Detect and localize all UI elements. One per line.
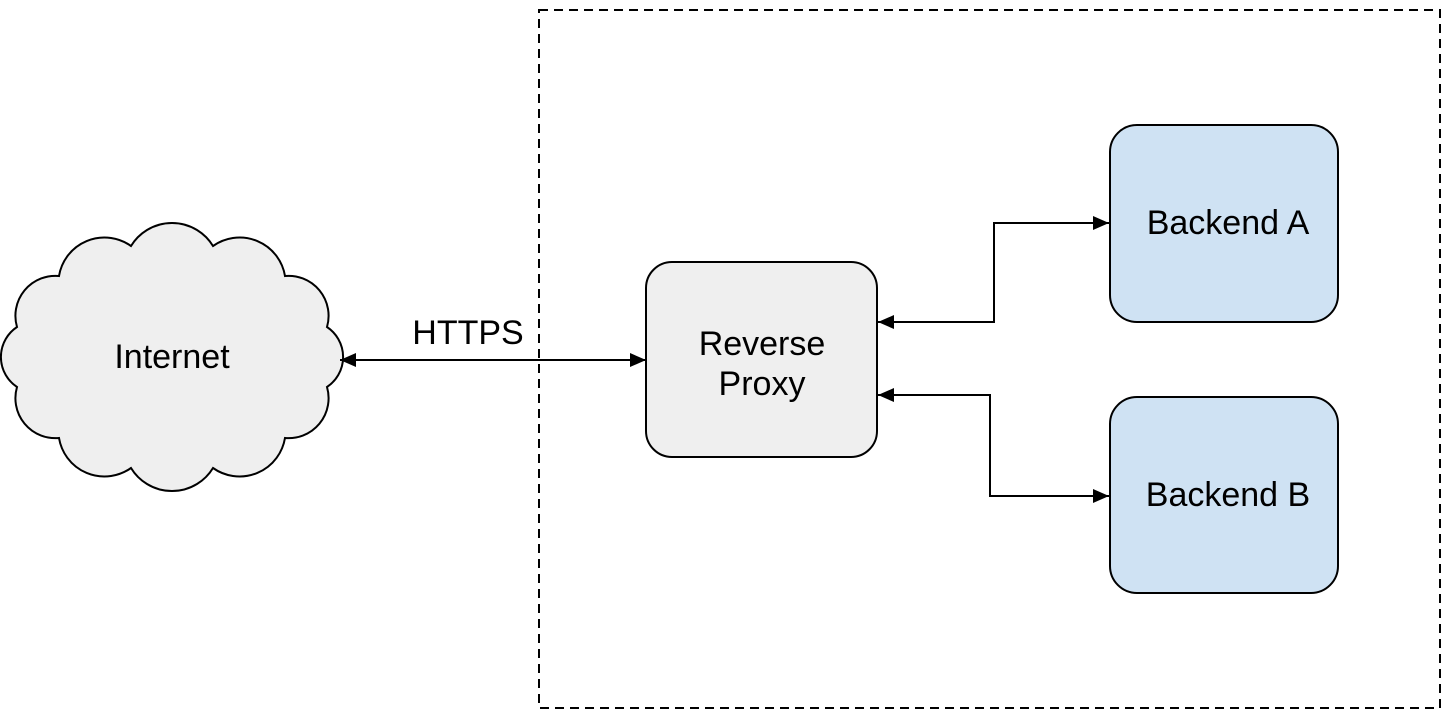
backend-a-box — [1109, 124, 1339, 323]
backend-b-label: Backend B — [1145, 476, 1311, 514]
edge-proxy-backend-a-arrow — [878, 216, 1109, 329]
backend-a-label: Backend A — [1146, 204, 1310, 242]
https-edge-label: HTTPS — [412, 314, 524, 352]
internet-label: Internet — [114, 338, 230, 376]
reverse-proxy-label: Reverse Proxy — [698, 325, 826, 403]
internet-cloud-shape — [0, 221, 345, 493]
network-boundary-box — [538, 9, 1441, 709]
backend-b-box — [1109, 396, 1339, 594]
edge-proxy-backend-b-arrow — [878, 388, 1109, 503]
